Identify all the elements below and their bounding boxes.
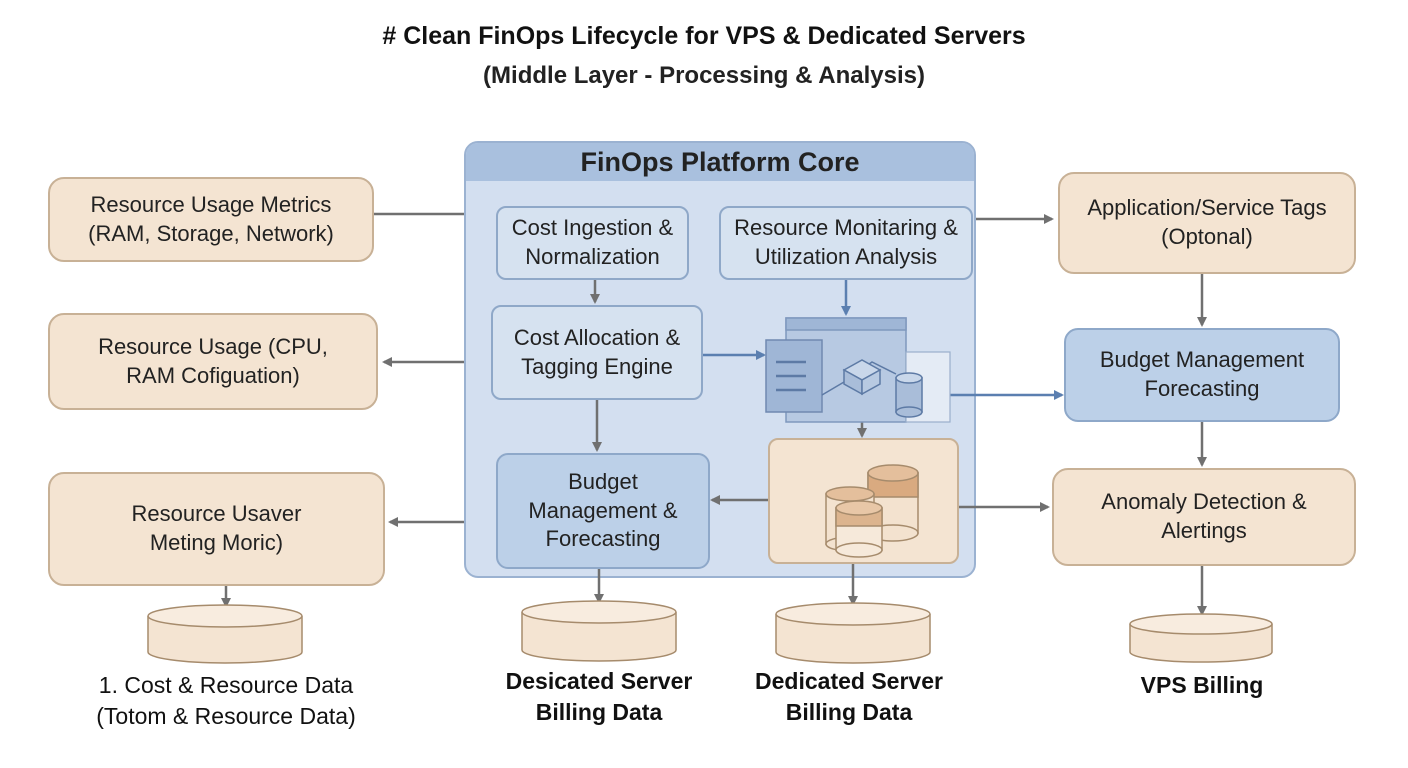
cost-allocation-box: Cost Allocation & Tagging Engine xyxy=(491,305,703,400)
database-vps-icon xyxy=(1129,613,1273,663)
database-dedicated-icon xyxy=(775,602,931,664)
diagram-title: # Clean FinOps Lifecycle for VPS & Dedic… xyxy=(382,22,1026,50)
database-desicated-icon xyxy=(521,600,677,662)
db-label-desicated: Desicated Server Billing Data xyxy=(505,668,693,726)
budget-management-box: Budget Management & Forecasting xyxy=(496,453,710,569)
anomaly-detection-box: Anomaly Detection & Alertings xyxy=(1052,468,1356,566)
cost-ingestion-box: Cost Ingestion & Normalization xyxy=(496,206,689,280)
core-title: FinOps Platform Core xyxy=(466,143,974,181)
dashboard-illustration xyxy=(765,317,951,423)
db-label-dedicated: Dedicated Server Billing Data xyxy=(755,668,943,726)
database-cost-resource-icon xyxy=(147,604,303,664)
budget-forecasting-box: Budget Management Forecasting xyxy=(1064,328,1340,422)
resource-monitoring-box: Resource Monitaring & Utilization Analys… xyxy=(719,206,973,280)
diagram-subtitle: (Middle Layer - Processing & Analysis) xyxy=(483,62,925,89)
resource-usage-cpu-box: Resource Usage (CPU, RAM Cofiguation) xyxy=(48,313,378,410)
db-label-vps: VPS Billing xyxy=(1140,672,1264,698)
application-service-tags-box: Application/Service Tags (Optonal) xyxy=(1058,172,1356,274)
resource-usaver-box: Resource Usaver Meting Moric) xyxy=(48,472,385,586)
resource-usage-metrics-box: Resource Usage Metrics (RAM, Storage, Ne… xyxy=(48,177,374,262)
db-label-cost-resource: 1. Cost & Resource Data (Totom & Resourc… xyxy=(96,672,356,730)
storage-cylinders-illustration xyxy=(825,464,919,558)
